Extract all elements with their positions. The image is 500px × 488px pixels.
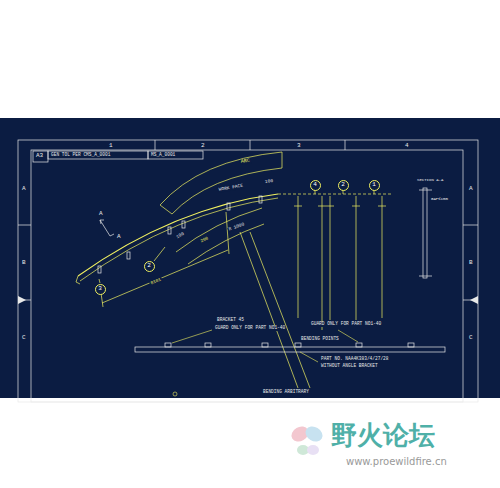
part-note: WITHOUT ANGLE BRACKET bbox=[320, 364, 379, 369]
callout-circle: 2 bbox=[338, 180, 349, 191]
callout-number: 2 bbox=[341, 182, 345, 188]
callout-number: 1 bbox=[372, 182, 376, 188]
callout-circle: 2 bbox=[144, 261, 155, 272]
section-view bbox=[419, 188, 432, 278]
watermark-logo bbox=[289, 423, 326, 455]
centering-marks bbox=[18, 296, 478, 304]
part-number: PART NO. NAA4K383/4/27/28 bbox=[320, 357, 390, 362]
dimension: ARC bbox=[240, 158, 252, 164]
zone-number: 3 bbox=[296, 143, 302, 149]
zone-number: 1 bbox=[108, 143, 114, 149]
dimension: 100 bbox=[264, 179, 275, 185]
zone-letter: B bbox=[468, 260, 474, 266]
zone-letter: B bbox=[21, 260, 27, 266]
watermark: 野火论坛 bbox=[330, 422, 436, 448]
face-note: WORK FACE bbox=[218, 183, 245, 192]
section-letter: A bbox=[98, 211, 104, 217]
zone-letter: A bbox=[21, 186, 27, 192]
zone-letter: C bbox=[468, 335, 474, 341]
leader-lines bbox=[172, 330, 358, 396]
part-note: GUARD ONLY FOR PART NO1-40 bbox=[214, 326, 286, 331]
zone-number: 2 bbox=[200, 143, 206, 149]
gap-note: GAP≤1mm bbox=[430, 197, 449, 201]
zone-letter: C bbox=[21, 335, 27, 341]
watermark-url: www.proewildfire.cn bbox=[345, 457, 448, 467]
screen-ground bbox=[0, 118, 500, 398]
dimension: R 1000 bbox=[227, 222, 246, 232]
dimension: 8101 bbox=[149, 277, 163, 286]
section-title: SECTION A-A bbox=[416, 178, 444, 182]
part-note: GUARD ONLY FOR PART NO1-40 bbox=[310, 322, 382, 327]
guard-rail-plan bbox=[76, 152, 392, 388]
zone-letter: A bbox=[468, 186, 474, 192]
callout-number: 2 bbox=[147, 263, 151, 269]
callout-circle: 4 bbox=[310, 180, 321, 191]
callout-number: 3 bbox=[98, 286, 102, 292]
zone-number: 4 bbox=[404, 143, 410, 149]
sheet-size: A3 bbox=[35, 153, 44, 159]
standard-ref: MS_A_0001 bbox=[150, 153, 176, 158]
part-note: BRACKET 45 bbox=[216, 318, 245, 323]
callout-number: 4 bbox=[313, 182, 317, 188]
rail-elevation bbox=[135, 343, 445, 352]
callout-circle: 3 bbox=[95, 284, 106, 295]
callout-circle: 1 bbox=[369, 180, 380, 191]
brackets bbox=[98, 196, 262, 273]
part-note: BENDING POINTS bbox=[300, 337, 340, 342]
section-letter: A bbox=[116, 234, 122, 240]
dimension: 200 bbox=[199, 236, 210, 244]
dimension: 100 bbox=[175, 231, 186, 240]
bending-note: BENDING ARBITRARY bbox=[262, 390, 310, 395]
sheet-frame bbox=[18, 140, 478, 402]
tolerance-note: GEN TOL PER CMS_A_0001 bbox=[50, 153, 111, 158]
